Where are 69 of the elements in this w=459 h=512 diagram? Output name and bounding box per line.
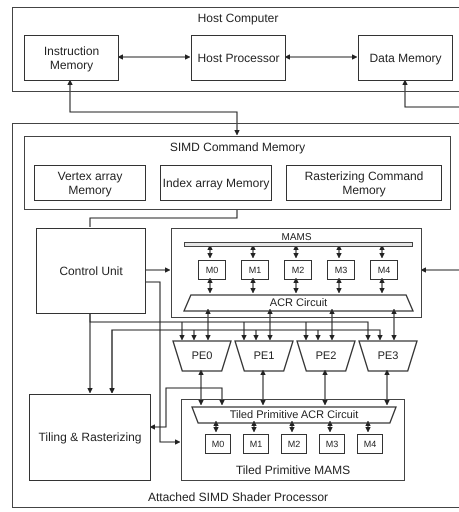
double-arrow	[118, 54, 190, 60]
block: Control Unit	[36, 228, 146, 314]
block: M3	[327, 260, 355, 280]
double-arrow	[284, 54, 358, 60]
arrow	[87, 313, 93, 394]
block-frame	[12, 7, 459, 92]
double-arrow	[250, 244, 256, 258]
block-frame	[171, 228, 422, 318]
block: M4	[370, 260, 398, 280]
group-title: Attached SIMD Shader Processor	[146, 490, 330, 504]
block: M4	[357, 434, 383, 454]
block: Host Processor	[191, 35, 286, 81]
block: M0	[198, 260, 226, 280]
double-arrow	[365, 420, 371, 432]
block: Tiling & Rasterizing	[29, 394, 151, 481]
double-arrow	[293, 244, 299, 258]
double-arrow	[379, 244, 385, 258]
double-arrow	[391, 308, 397, 340]
double-arrow	[260, 370, 266, 406]
block: Vertex array Memory	[34, 165, 146, 201]
double-arrow	[293, 278, 299, 294]
arrow	[145, 281, 180, 445]
double-arrow	[384, 370, 390, 406]
block-frame	[181, 399, 405, 481]
block: M2	[281, 434, 307, 454]
block: M3	[319, 434, 345, 454]
double-arrow	[213, 420, 219, 432]
arrow	[145, 267, 170, 273]
arrow	[402, 80, 459, 108]
block: Index array Memory	[160, 165, 272, 201]
double-arrow	[336, 278, 342, 294]
double-arrow	[322, 370, 328, 406]
double-arrow	[336, 244, 342, 258]
double-arrow	[198, 370, 204, 406]
double-arrow	[207, 278, 213, 294]
group-title: SIMD Command Memory	[168, 140, 306, 154]
block: Data Memory	[358, 35, 453, 81]
block: Rasterizing Command Memory	[286, 165, 442, 201]
double-arrow	[289, 420, 295, 432]
double-arrow	[150, 387, 225, 430]
circuit-block: Tiled Primitive ACR Circuit	[192, 407, 396, 423]
group-title: Tiled Primitive MAMS	[234, 463, 352, 477]
arrow	[420, 267, 459, 273]
block-frame	[24, 136, 451, 210]
processing-element: PE0	[173, 341, 231, 371]
double-arrow	[207, 244, 213, 258]
circuit-block: ACR Circuit	[184, 295, 413, 311]
connector-line	[89, 209, 238, 227]
block: M0	[205, 434, 231, 454]
block: M1	[243, 434, 269, 454]
block-frame	[12, 123, 459, 508]
double-arrow	[205, 308, 211, 340]
block: M2	[284, 260, 312, 280]
double-arrow	[329, 308, 335, 340]
double-arrow	[109, 329, 383, 394]
group-title: MAMS	[280, 232, 312, 243]
double-arrow	[327, 420, 333, 432]
double-arrow	[379, 278, 385, 294]
group-title: Host Computer	[196, 11, 280, 25]
double-arrow	[251, 420, 257, 432]
double-arrow	[67, 80, 240, 136]
processing-element: PE2	[297, 341, 355, 371]
block: Instruction Memory	[24, 35, 119, 81]
processing-element: PE3	[359, 341, 417, 371]
bus-bar	[184, 242, 413, 247]
block: M1	[241, 260, 269, 280]
double-arrow	[267, 308, 273, 340]
processing-element: PE1	[235, 341, 293, 371]
double-arrow	[250, 278, 256, 294]
